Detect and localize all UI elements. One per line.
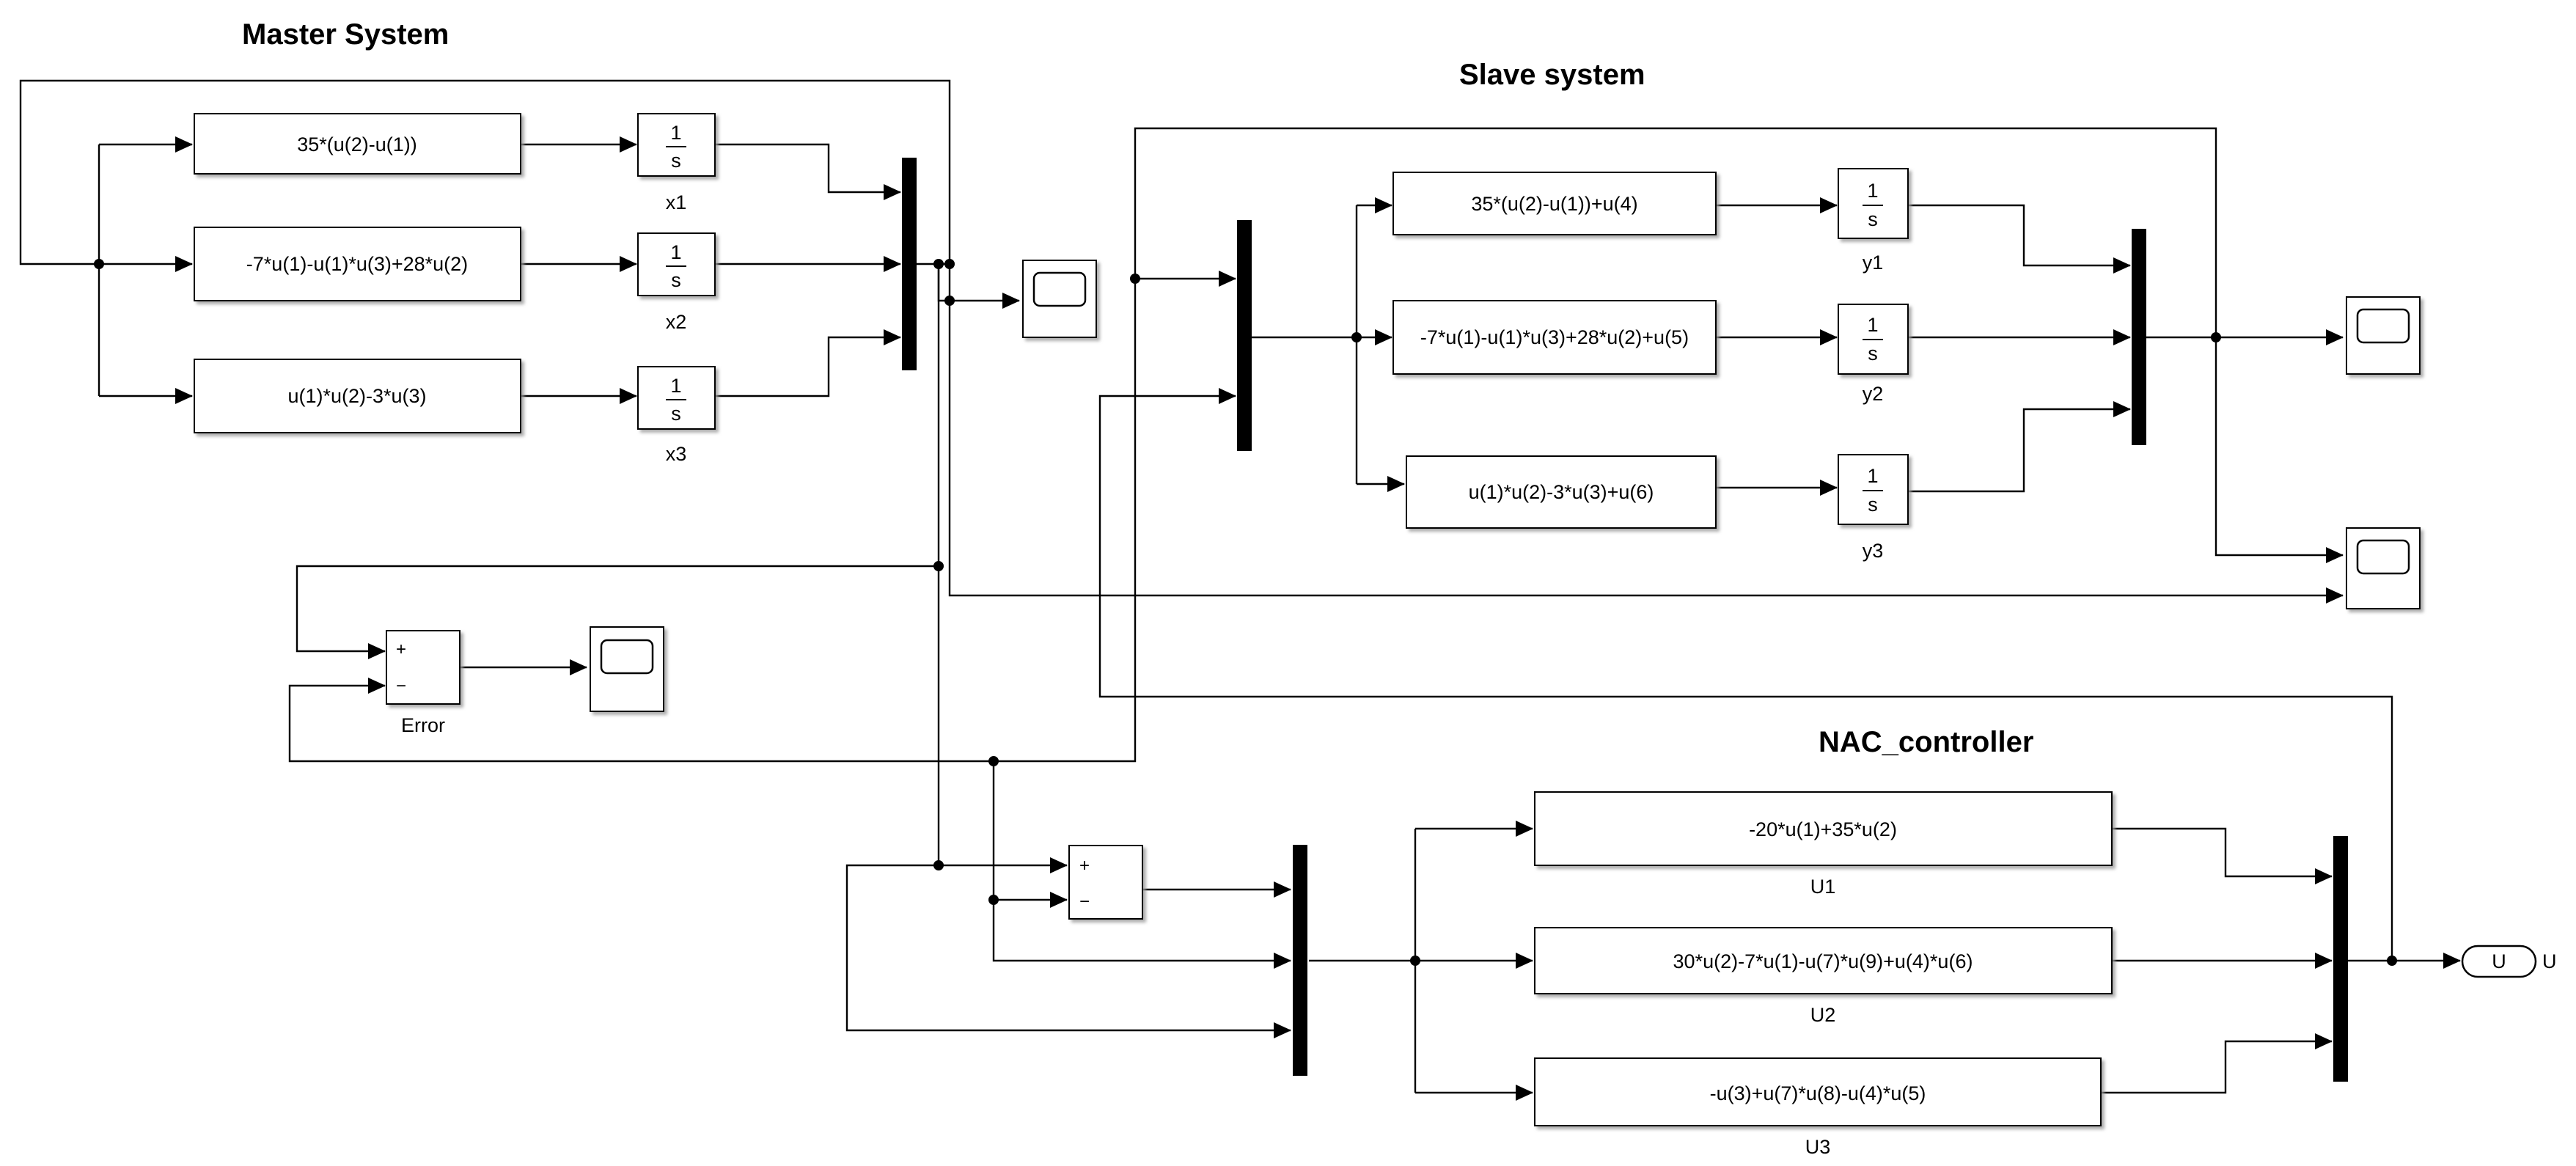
outport-name: U [2492, 950, 2506, 972]
master-fcn-2[interactable]: -7*u(1)-u(1)*u(3)+28*u(2) [194, 227, 521, 301]
slave-fcn-3-expr: u(1)*u(2)-3*u(3)+u(6) [1469, 481, 1654, 503]
master-integrator-x3[interactable]: 1 s x3 [637, 366, 716, 465]
nac-controller-title: NAC_controller [1819, 726, 2033, 758]
master-fcn-2-expr: -7*u(1)-u(1)*u(3)+28*u(2) [246, 253, 468, 275]
controller-fcn-u2-expr: 30*u(2)-7*u(1)-u(7)*u(9)+u(4)*u(6) [1673, 950, 1973, 972]
controller-output-mux[interactable] [2333, 836, 2348, 1082]
controller-input-mux[interactable] [1293, 845, 1307, 1076]
controller-fcn-u3[interactable]: -u(3)+u(7)*u(8)-u(4)*u(5) U3 [1534, 1057, 2102, 1158]
outport-u[interactable]: U U [2461, 945, 2557, 978]
slave-output-mux[interactable] [2132, 229, 2146, 445]
integrator-denominator: s [671, 150, 681, 172]
compare-scope[interactable] [2346, 527, 2421, 609]
controller-label-u2: U2 [1810, 1004, 1836, 1026]
slave-system-title: Slave system [1459, 59, 1645, 91]
integrator-denominator: s [1868, 494, 1878, 516]
master-fcn-3-expr: u(1)*u(2)-3*u(3) [287, 385, 426, 407]
integrator-label-y1: y1 [1863, 252, 1884, 274]
plus-sign: + [396, 639, 406, 659]
integrator-numerator: 1 [670, 241, 681, 263]
integrator-label-x1: x1 [666, 191, 687, 213]
integrator-numerator: 1 [1867, 465, 1878, 487]
controller-fcn-u1-expr: -20*u(1)+35*u(2) [1749, 818, 1897, 840]
error-label: Error [401, 714, 445, 736]
integrator-denominator: s [1868, 342, 1878, 364]
integrator-label-y3: y3 [1863, 540, 1884, 562]
master-fcn-1[interactable]: 35*(u(2)-u(1)) [194, 113, 521, 175]
integrator-numerator: 1 [670, 122, 681, 144]
slave-fcn-1[interactable]: 35*(u(2)-u(1))+u(4) [1392, 172, 1717, 235]
integrator-denominator: s [1868, 208, 1878, 230]
master-integrator-x1[interactable]: 1 s x1 [637, 113, 716, 213]
integrator-numerator: 1 [670, 375, 681, 397]
error-scope[interactable] [590, 626, 664, 712]
error-sum[interactable]: + − Error [386, 630, 460, 736]
controller-label-u1: U1 [1810, 876, 1836, 898]
branch-points [94, 259, 2397, 966]
master-integrator-x2[interactable]: 1 s x2 [637, 232, 716, 333]
scope-icon [2356, 539, 2410, 575]
integrator-label-x3: x3 [666, 443, 687, 465]
integrator-numerator: 1 [1867, 180, 1878, 202]
controller-fcn-u1[interactable]: -20*u(1)+35*u(2) U1 [1534, 791, 2113, 898]
slave-scope[interactable] [2346, 296, 2421, 375]
master-fcn-3[interactable]: u(1)*u(2)-3*u(3) [194, 359, 521, 433]
master-scope[interactable] [1022, 260, 1097, 338]
integrator-numerator: 1 [1867, 314, 1878, 336]
slave-fcn-3[interactable]: u(1)*u(2)-3*u(3)+u(6) [1406, 455, 1717, 529]
slave-integrator-y3[interactable]: 1 s y3 [1838, 454, 1909, 562]
minus-sign: − [1079, 892, 1090, 912]
controller-wires [845, 761, 2461, 1101]
slave-fcn-1-expr: 35*(u(2)-u(1))+u(4) [1471, 193, 1637, 215]
scope-icon [600, 639, 654, 675]
slave-input-mux[interactable] [1237, 220, 1252, 451]
integrator-denominator: s [671, 269, 681, 291]
integrator-denominator: s [671, 403, 681, 425]
master-system-title: Master System [242, 18, 449, 51]
controller-label-u3: U3 [1805, 1136, 1831, 1158]
master-fcn-1-expr: 35*(u(2)-u(1)) [297, 133, 417, 155]
master-mux[interactable] [902, 158, 917, 370]
plus-sign: + [1079, 856, 1090, 876]
integrator-label-x2: x2 [666, 311, 687, 333]
scope-icon [2356, 308, 2410, 344]
slave-integrator-y2[interactable]: 1 s y2 [1838, 304, 1909, 405]
controller-sum[interactable]: + − [1068, 845, 1143, 920]
slave-fcn-2[interactable]: -7*u(1)-u(1)*u(3)+28*u(2)+u(5) [1392, 300, 1717, 375]
outport-label: U [2542, 950, 2557, 972]
minus-sign: − [396, 676, 406, 696]
integrator-label-y2: y2 [1863, 383, 1884, 405]
scope-icon [1032, 271, 1087, 307]
controller-fcn-u3-expr: -u(3)+u(7)*u(8)-u(4)*u(5) [1710, 1082, 1926, 1104]
controller-fcn-u2[interactable]: 30*u(2)-7*u(1)-u(7)*u(9)+u(4)*u(6) U2 [1534, 927, 2113, 1026]
slave-wires [288, 127, 2393, 957]
slave-fcn-2-expr: -7*u(1)-u(1)*u(3)+28*u(2)+u(5) [1420, 326, 1689, 348]
slave-integrator-y1[interactable]: 1 s y1 [1838, 168, 1909, 274]
